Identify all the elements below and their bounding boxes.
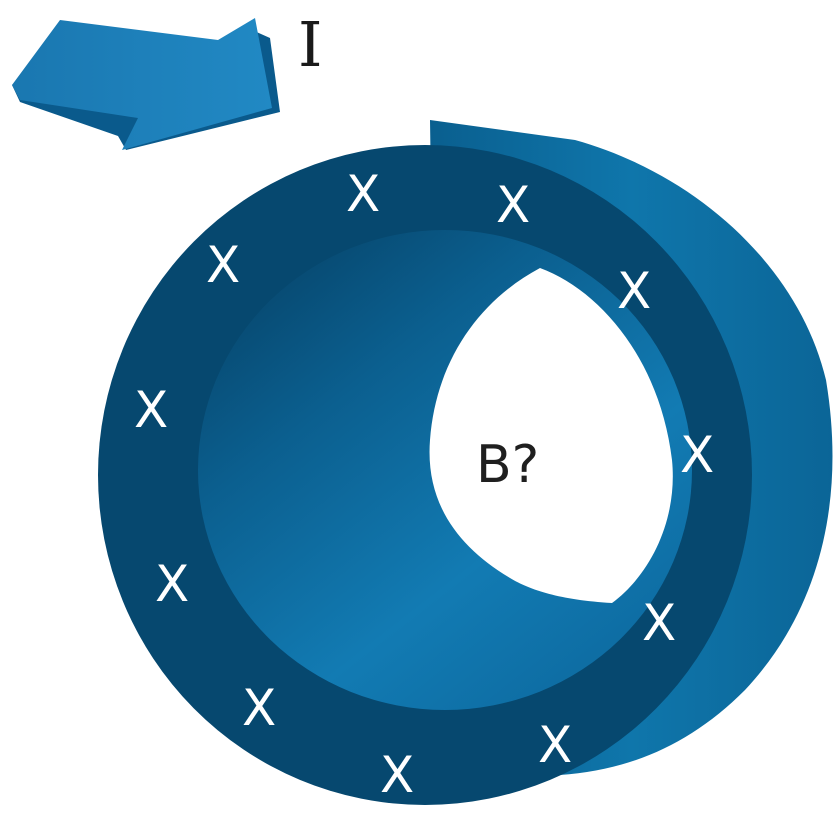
current-into-page-marker: X [617, 262, 651, 320]
current-into-page-marker: X [496, 176, 530, 234]
current-into-page-marker: X [346, 165, 380, 223]
current-into-page-marker: X [642, 594, 676, 652]
current-into-page-marker: X [380, 746, 414, 804]
current-into-page-markers: X X X X X X X X X X X [134, 165, 714, 804]
current-arrow-face [12, 18, 272, 150]
current-into-page-marker: X [155, 555, 189, 613]
current-into-page-marker: X [538, 716, 572, 774]
current-into-page-marker: X [134, 381, 168, 439]
current-into-page-marker: X [680, 426, 714, 484]
cylinder-hole [429, 268, 673, 603]
current-into-page-marker: X [206, 236, 240, 294]
current-into-page-marker: X [242, 679, 276, 737]
magnetic-field-question-label: B? [476, 435, 539, 495]
current-arrow [12, 18, 280, 150]
current-label: I [298, 8, 323, 81]
